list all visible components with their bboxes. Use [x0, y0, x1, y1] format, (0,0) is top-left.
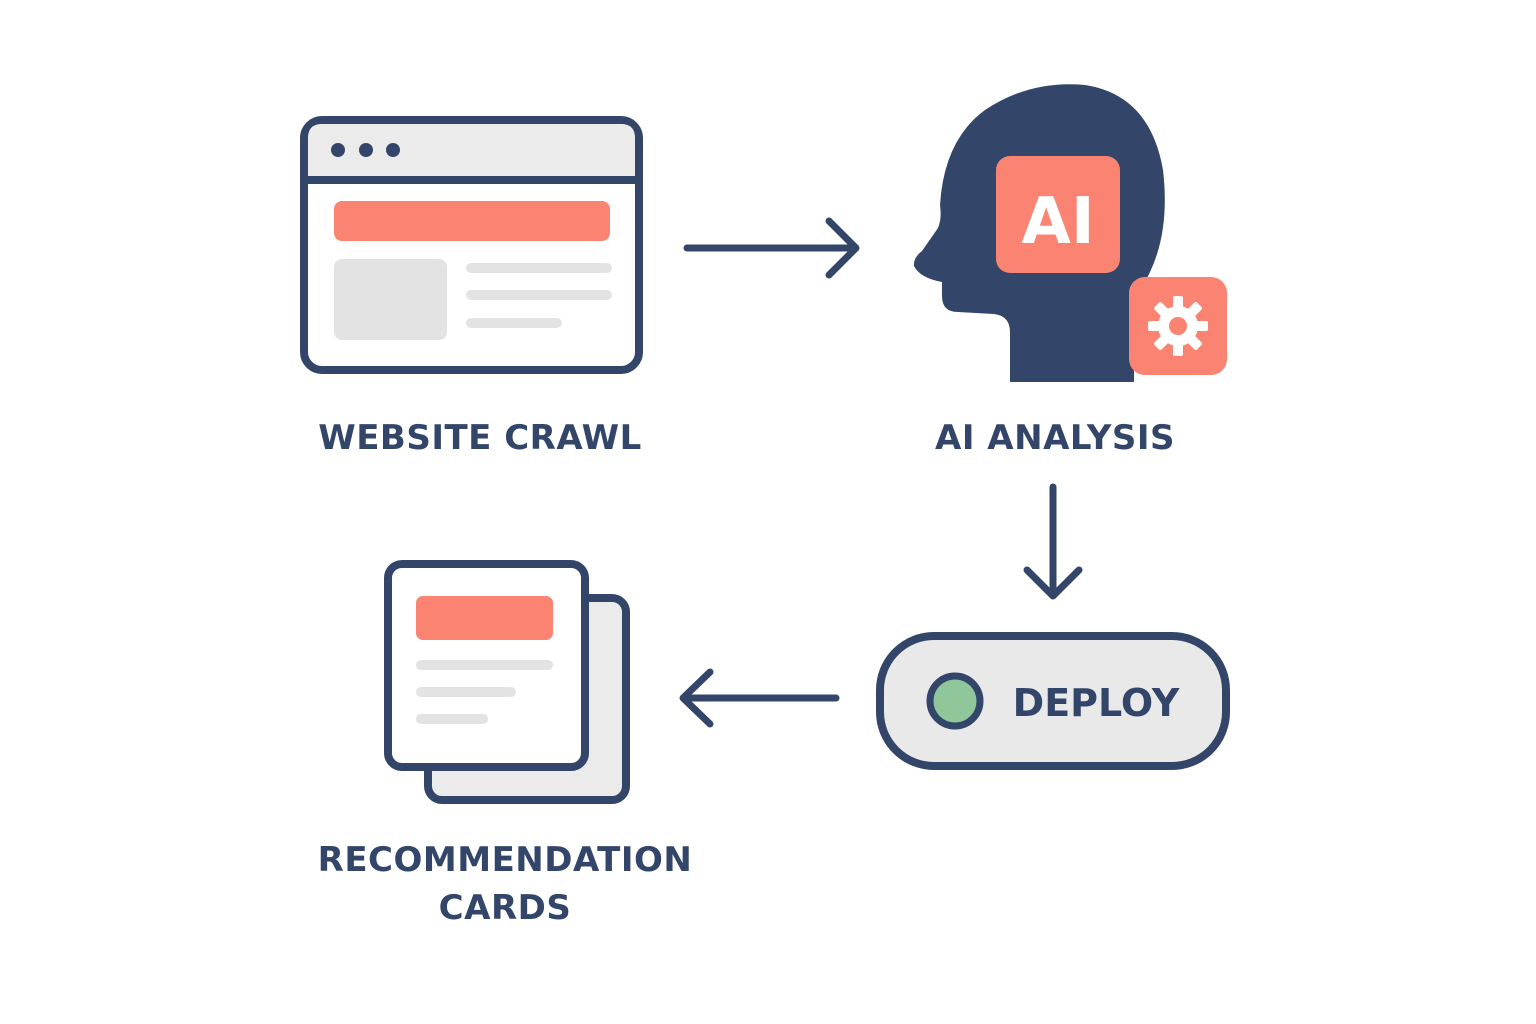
window-dot-3 — [386, 143, 400, 157]
recommendation-cards-label: RECOMMENDATION CARDS — [280, 836, 730, 932]
gear-icon — [1129, 277, 1227, 375]
deploy-label: DEPLOY — [1013, 681, 1180, 725]
arrow-down-icon — [1023, 483, 1083, 600]
website-crawl-label: WEBSITE CRAWL — [318, 418, 642, 458]
browser-text-line-3 — [466, 318, 562, 328]
window-dot-2 — [359, 143, 373, 157]
browser-text-line-1 — [466, 263, 612, 273]
deploy-button-icon: DEPLOY — [876, 632, 1230, 770]
browser-image-placeholder — [334, 259, 447, 340]
card-text-line-3 — [416, 714, 488, 724]
arrow-right-icon — [683, 217, 860, 279]
ai-head-icon: AI — [913, 84, 1165, 383]
recommendation-cards-label-line2: CARDS — [438, 888, 572, 928]
card-text-line-2 — [416, 687, 516, 697]
ai-badge-text: AI — [1021, 185, 1094, 259]
ai-analysis-label: AI ANALYSIS — [935, 418, 1175, 458]
browser-text-line-2 — [466, 290, 612, 300]
browser-header-bar — [334, 201, 610, 241]
card-text-line-1 — [416, 660, 553, 670]
ai-badge — [996, 156, 1120, 273]
browser-window-icon — [300, 116, 643, 374]
recommendation-cards-label-line1: RECOMMENDATION — [317, 840, 693, 880]
arrow-left-icon — [679, 668, 840, 728]
card-header-bar — [416, 596, 553, 640]
window-dot-1 — [331, 143, 345, 157]
deploy-status-dot — [926, 672, 984, 730]
stacked-cards-icon — [384, 560, 630, 804]
